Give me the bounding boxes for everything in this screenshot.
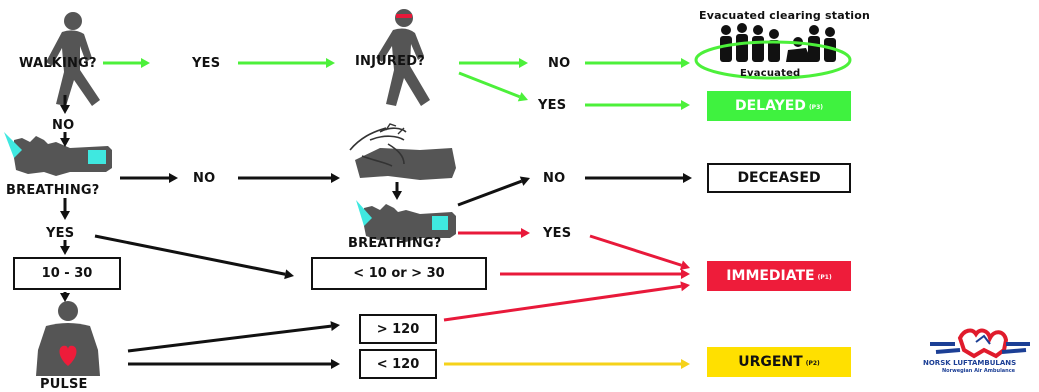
airway-hands-icon xyxy=(349,123,456,180)
arrow-breathing2-no-1 xyxy=(457,176,530,207)
walking-person-icon xyxy=(46,12,100,106)
evacuated-label: Evacuated xyxy=(740,68,801,79)
arrow-low-urgent xyxy=(444,359,690,369)
category-urgent: URGENT(P2) xyxy=(707,347,851,377)
arrow-yes-to-abnormal xyxy=(94,234,294,280)
arrow-injured-yes-1 xyxy=(458,71,528,102)
walking-no-label: NO xyxy=(52,118,75,133)
arrow-injured-no-2 xyxy=(585,58,690,68)
injured-yes-label: YES xyxy=(538,98,567,113)
arrow-breathing1-no-1 xyxy=(120,173,178,183)
category-immediate-label: IMMEDIATE xyxy=(726,268,815,284)
heart-icon xyxy=(59,345,77,366)
category-urgent-tag: (P2) xyxy=(805,360,820,367)
breathing1-no-label: NO xyxy=(193,171,216,186)
category-urgent-label: URGENT xyxy=(738,354,803,370)
walking-yes-label: YES xyxy=(192,56,221,71)
category-deceased: DECEASED xyxy=(707,163,851,193)
category-immediate-tag: (P1) xyxy=(817,274,832,281)
category-delayed: DELAYED(P3) xyxy=(707,91,851,121)
arrow-high-immediate xyxy=(443,281,690,322)
norsk-luftambulanse-logo-icon xyxy=(930,328,1030,359)
arrow-breathing2-no-2 xyxy=(585,173,692,183)
category-deceased-label: DECEASED xyxy=(737,170,821,186)
arrow-pulse-low xyxy=(128,359,340,369)
arrow-no-to-breathing xyxy=(60,132,70,147)
arrow-yes-to-normal xyxy=(60,240,70,255)
pulse-question: PULSE xyxy=(40,377,88,392)
arrow-breathing1-yes xyxy=(60,198,70,220)
arrow-walking-yes-2 xyxy=(238,58,335,68)
walking-question: WALKING? xyxy=(19,56,97,71)
breathing2-no-label: NO xyxy=(543,171,566,186)
pulse-torso-icon xyxy=(36,301,100,376)
rate-normal-box: 10 - 30 xyxy=(13,257,121,290)
pulse-low-box: < 120 xyxy=(359,349,437,379)
injured-no-label: NO xyxy=(548,56,571,71)
category-delayed-tag: (P3) xyxy=(808,104,823,111)
arrow-breathing1-no-2 xyxy=(238,173,340,183)
breathing1-yes-label: YES xyxy=(46,226,75,241)
injured-question: INJURED? xyxy=(355,54,425,69)
logo-subtitle: Norwegian Air Ambulance xyxy=(942,368,1016,374)
breathing-head-icon-1 xyxy=(4,132,112,176)
arrow-injured-no-1 xyxy=(459,58,528,68)
arrow-abnormal-immediate xyxy=(500,269,690,279)
logo-name: NORSK LUFTAMBULANS xyxy=(923,359,1017,367)
breathing2-yes-label: YES xyxy=(543,226,572,241)
arrows-layer xyxy=(60,58,692,369)
arrow-airway-down xyxy=(392,182,402,200)
arrow-breathing2-yes xyxy=(458,228,530,238)
crowd-silhouette-icon xyxy=(720,23,836,62)
pulse-high-box: > 120 xyxy=(359,314,437,344)
arrow-walking-no xyxy=(60,95,70,114)
breathing-question-2: BREATHING? xyxy=(348,236,442,251)
category-delayed-label: DELAYED xyxy=(735,98,806,114)
rate-abnormal-box: < 10 or > 30 xyxy=(311,257,487,290)
arrow-walking-yes-1 xyxy=(103,58,150,68)
clearing-station-title: Evacuated clearing station xyxy=(699,9,871,22)
breathing-head-icon-2 xyxy=(356,200,456,242)
arrow-pulse-high xyxy=(127,321,340,353)
arrow-injured-yes-2 xyxy=(585,100,690,110)
injured-person-icon xyxy=(376,9,430,106)
clearing-station-ellipse xyxy=(694,40,852,80)
breathing-question-1: BREATHING? xyxy=(6,183,100,198)
arrow-normal-pulse xyxy=(60,292,70,302)
arrow-breathing2-yes-immediate xyxy=(589,234,690,271)
category-immediate: IMMEDIATE(P1) xyxy=(707,261,851,291)
